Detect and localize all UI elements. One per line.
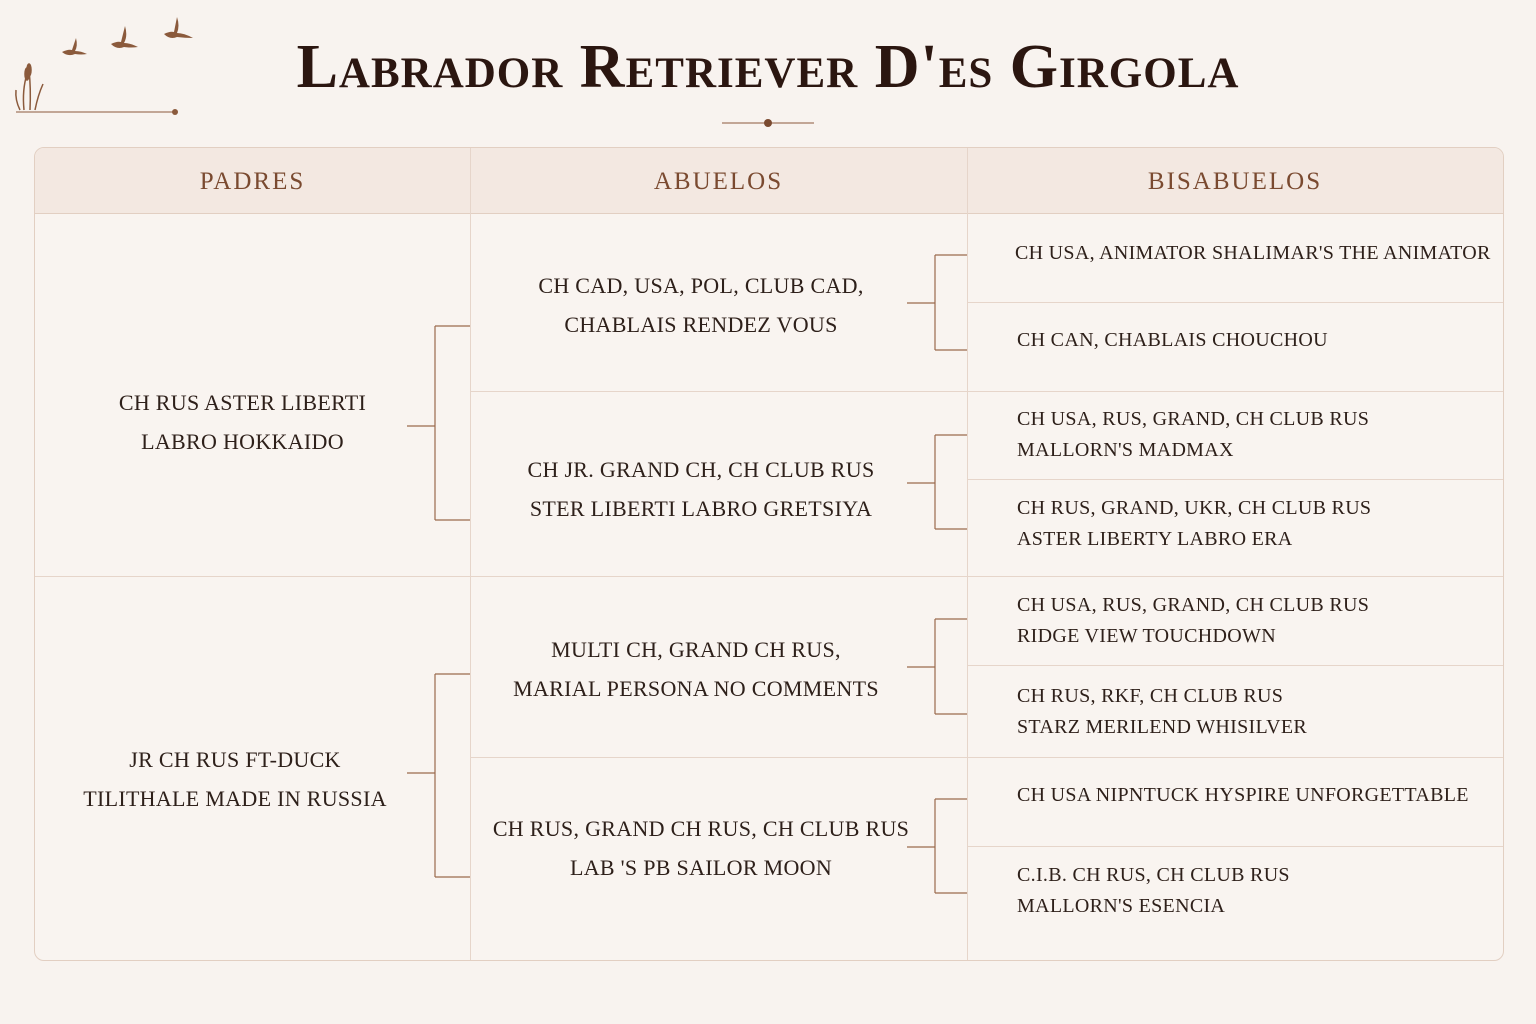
dam-title: JR CH RUS FT-DUCK [129,747,341,772]
row-divider [35,576,1503,577]
grandparent-1: CH CAD, USA, POL, CLUB CAD, CHABLAIS REN… [490,266,912,344]
great-grandparent-name: STARZ MERILEND WHISILVER [1017,716,1308,738]
grandparent-3: MULTI CH, GRAND CH RUS, MARIAL PERSONA N… [490,630,902,708]
page-title: Labrador Retriever D'es Girgola [296,33,1240,101]
great-grandparent-4: CH RUS, GRAND, UKR, CH CLUB RUS ASTER LI… [1017,493,1497,555]
grandparent-title: CH RUS, GRAND CH RUS, CH CLUB RUS [492,816,910,841]
great-grandparent-title: CH RUS, RKF, CH CLUB RUS [1017,685,1284,707]
great-grandparent-name: MALLORN'S MADMAX [1017,439,1234,461]
row-divider [967,302,1503,303]
great-grandparent-7: CH USA NIPNTUCK HYSPIRE UNFORGETTABLE [1017,780,1497,811]
great-grandparent-title: CH CAN, CHABLAIS CHOUCHOU [1017,329,1328,351]
great-grandparent-title: CH RUS, GRAND, UKR, CH CLUB RUS [1017,497,1372,519]
grandparent-name: LAB 'S PB SAILOR MOON [569,855,833,880]
great-grandparent-2: CH CAN, CHABLAIS CHOUCHOU [1017,325,1497,356]
row-divider [967,479,1503,480]
great-grandparent-title: CH USA, RUS, GRAND, CH CLUB RUS [1017,408,1370,430]
grandparent-title: CH JR. GRAND CH, CH CLUB RUS [527,457,875,482]
great-grandparent-8: C.I.B. CH RUS, CH CLUB RUS MALLORN'S ESE… [1017,860,1497,922]
great-grandparent-6: CH RUS, RKF, CH CLUB RUS STARZ MERILEND … [1017,681,1497,743]
dam-name: TILITHALE MADE IN RUSSIA [83,786,387,811]
great-grandparent-title: CH USA, RUS, GRAND, CH CLUB RUS [1017,594,1370,616]
pedigree-connectors [407,254,967,894]
row-divider [967,846,1503,847]
row-divider [470,757,1503,758]
great-grandparent-name: ASTER LIBERTY LABRO ERA [1017,528,1293,550]
column-divider [967,148,968,960]
grandparent-title: CH CAD, USA, POL, CLUB CAD, [538,273,864,298]
grandparent-4: CH RUS, GRAND CH RUS, CH CLUB RUS LAB 'S… [490,809,912,887]
great-grandparent-title: CH USA NIPNTUCK HYSPIRE UNFORGETTABLE [1017,784,1469,806]
parent-sire: CH RUS ASTER LIBERTI LABRO HOKKAIDO [55,383,430,461]
title-ornament-icon [722,119,814,127]
great-grandparent-name: MALLORN'S ESENCIA [1017,895,1226,917]
header-great-grandparents: BISABUELOS [1147,168,1323,195]
great-grandparent-5: CH USA, RUS, GRAND, CH CLUB RUS RIDGE VI… [1017,590,1497,652]
ducks-decoration [15,17,193,115]
sire-name: LABRO HOKKAIDO [141,429,344,454]
great-grandparent-title: CH USA, ANIMATOR SHALIMAR'S THE ANIMATOR [1015,242,1491,264]
row-divider [967,665,1503,666]
parent-dam: JR CH RUS FT-DUCK TILITHALE MADE IN RUSS… [55,740,415,818]
header-grandparents: ABUELOS [653,168,784,195]
grandparent-title: MULTI CH, GRAND CH RUS, [551,637,841,662]
pedigree-table: PADRES ABUELOS BISABUELOS CH RUS ASTER L… [34,147,1504,961]
sire-title: CH RUS ASTER LIBERTI [118,390,367,415]
grandparent-name: MARIAL PERSONA NO COMMENTS [513,676,879,701]
grandparent-name: CHABLAIS RENDEZ VOUS [564,312,838,337]
grandparent-name: STER LIBERTI LABRO GRETSIYA [529,496,873,521]
header-parents: PADRES [199,168,306,195]
great-grandparent-3: CH USA, RUS, GRAND, CH CLUB RUS MALLORN'… [1017,404,1497,466]
column-divider [470,148,471,960]
great-grandparent-1: CH USA, ANIMATOR SHALIMAR'S THE ANIMATOR [1015,238,1495,269]
great-grandparent-title: C.I.B. CH RUS, CH CLUB RUS [1017,864,1290,886]
table-header: PADRES ABUELOS BISABUELOS [35,148,1503,214]
grandparent-2: CH JR. GRAND CH, CH CLUB RUS STER LIBERT… [490,450,912,528]
reeds-icon [15,63,44,111]
great-grandparent-name: RIDGE VIEW TOUCHDOWN [1017,625,1276,647]
flying-ducks-icon [62,17,193,56]
row-divider [470,391,1503,392]
